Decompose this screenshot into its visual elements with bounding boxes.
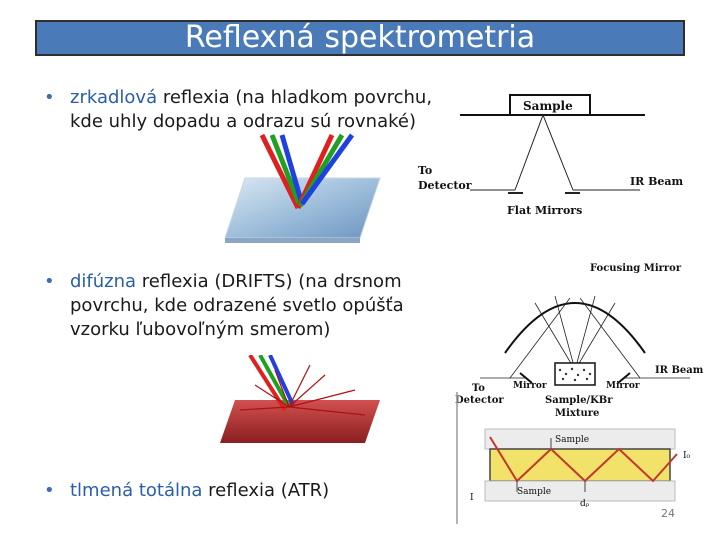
ir-beam-label: IR Beam [630,175,684,188]
slide-title: Reflexná spektrometria [185,23,535,53]
mirror-plate [225,178,380,238]
focusing-mirror [505,303,645,353]
mirror-left-label: Mirror [513,381,547,391]
sample-bottom-label: Sample [517,487,551,497]
bullet-line: tlmená totálna reflexia (ATR) [70,479,470,503]
bullet-specular: • zrkadlová reflexia (na hladkom povrchu… [70,86,470,134]
bullet-highlight: tlmená totálna [70,480,202,501]
diffuse-reflection-illustration [215,355,390,450]
bullet-text: reflexia (na hladkom povrchu, [157,87,432,108]
bullet-dot: • [44,270,55,294]
specular-setup-diagram: Sample To Detector IR Beam Flat Mirrors [415,90,695,220]
bullet-highlight: difúzna [70,271,136,292]
mirror-right-label: Mirror [606,381,640,391]
sample-top-label: Sample [555,435,589,445]
bullet-highlight: zrkadlová [70,87,157,108]
bullet-diffuse: • difúzna reflexia (DRIFTS) (na drsnom p… [70,270,470,342]
bullet-dot: • [44,479,55,503]
bullet-dot: • [44,86,55,110]
specular-reflection-illustration [220,130,390,245]
sample-layer-bottom [485,481,675,501]
detector-label: Detector [418,179,472,192]
ir-beam-label: IR Beam [655,365,704,376]
atr-diagram: Sample Sample I₀ I dₚ [455,392,695,524]
bullet-text: reflexia (ATR) [202,480,329,501]
bullet-text: reflexia (DRIFTS) (na drsnom [136,271,402,292]
dp-label: dₚ [580,499,590,509]
bullet-line: povrchu, kde odrazené svetlo opúšťa [70,294,470,318]
rough-surface [220,400,380,443]
focusing-mirror-label: Focusing Mirror [590,263,682,274]
flat-mirrors-label: Flat Mirrors [507,204,582,217]
to-label: To [418,164,432,177]
slide-title-bar: Reflexná spektrometria [35,20,685,56]
bullet-line: difúzna reflexia (DRIFTS) (na drsnom [70,270,470,294]
page-number: 24 [661,507,675,520]
bullet-atr: • tlmená totálna reflexia (ATR) [70,479,470,503]
beam-paths [470,115,640,193]
io-label: I₀ [683,451,691,461]
i-label: I [470,493,474,503]
sample-label: Sample [523,99,573,113]
bullet-line: vzorku ľubovoľným smerom) [70,318,470,342]
bullet-line: zrkadlová reflexia (na hladkom povrchu, [70,86,470,110]
